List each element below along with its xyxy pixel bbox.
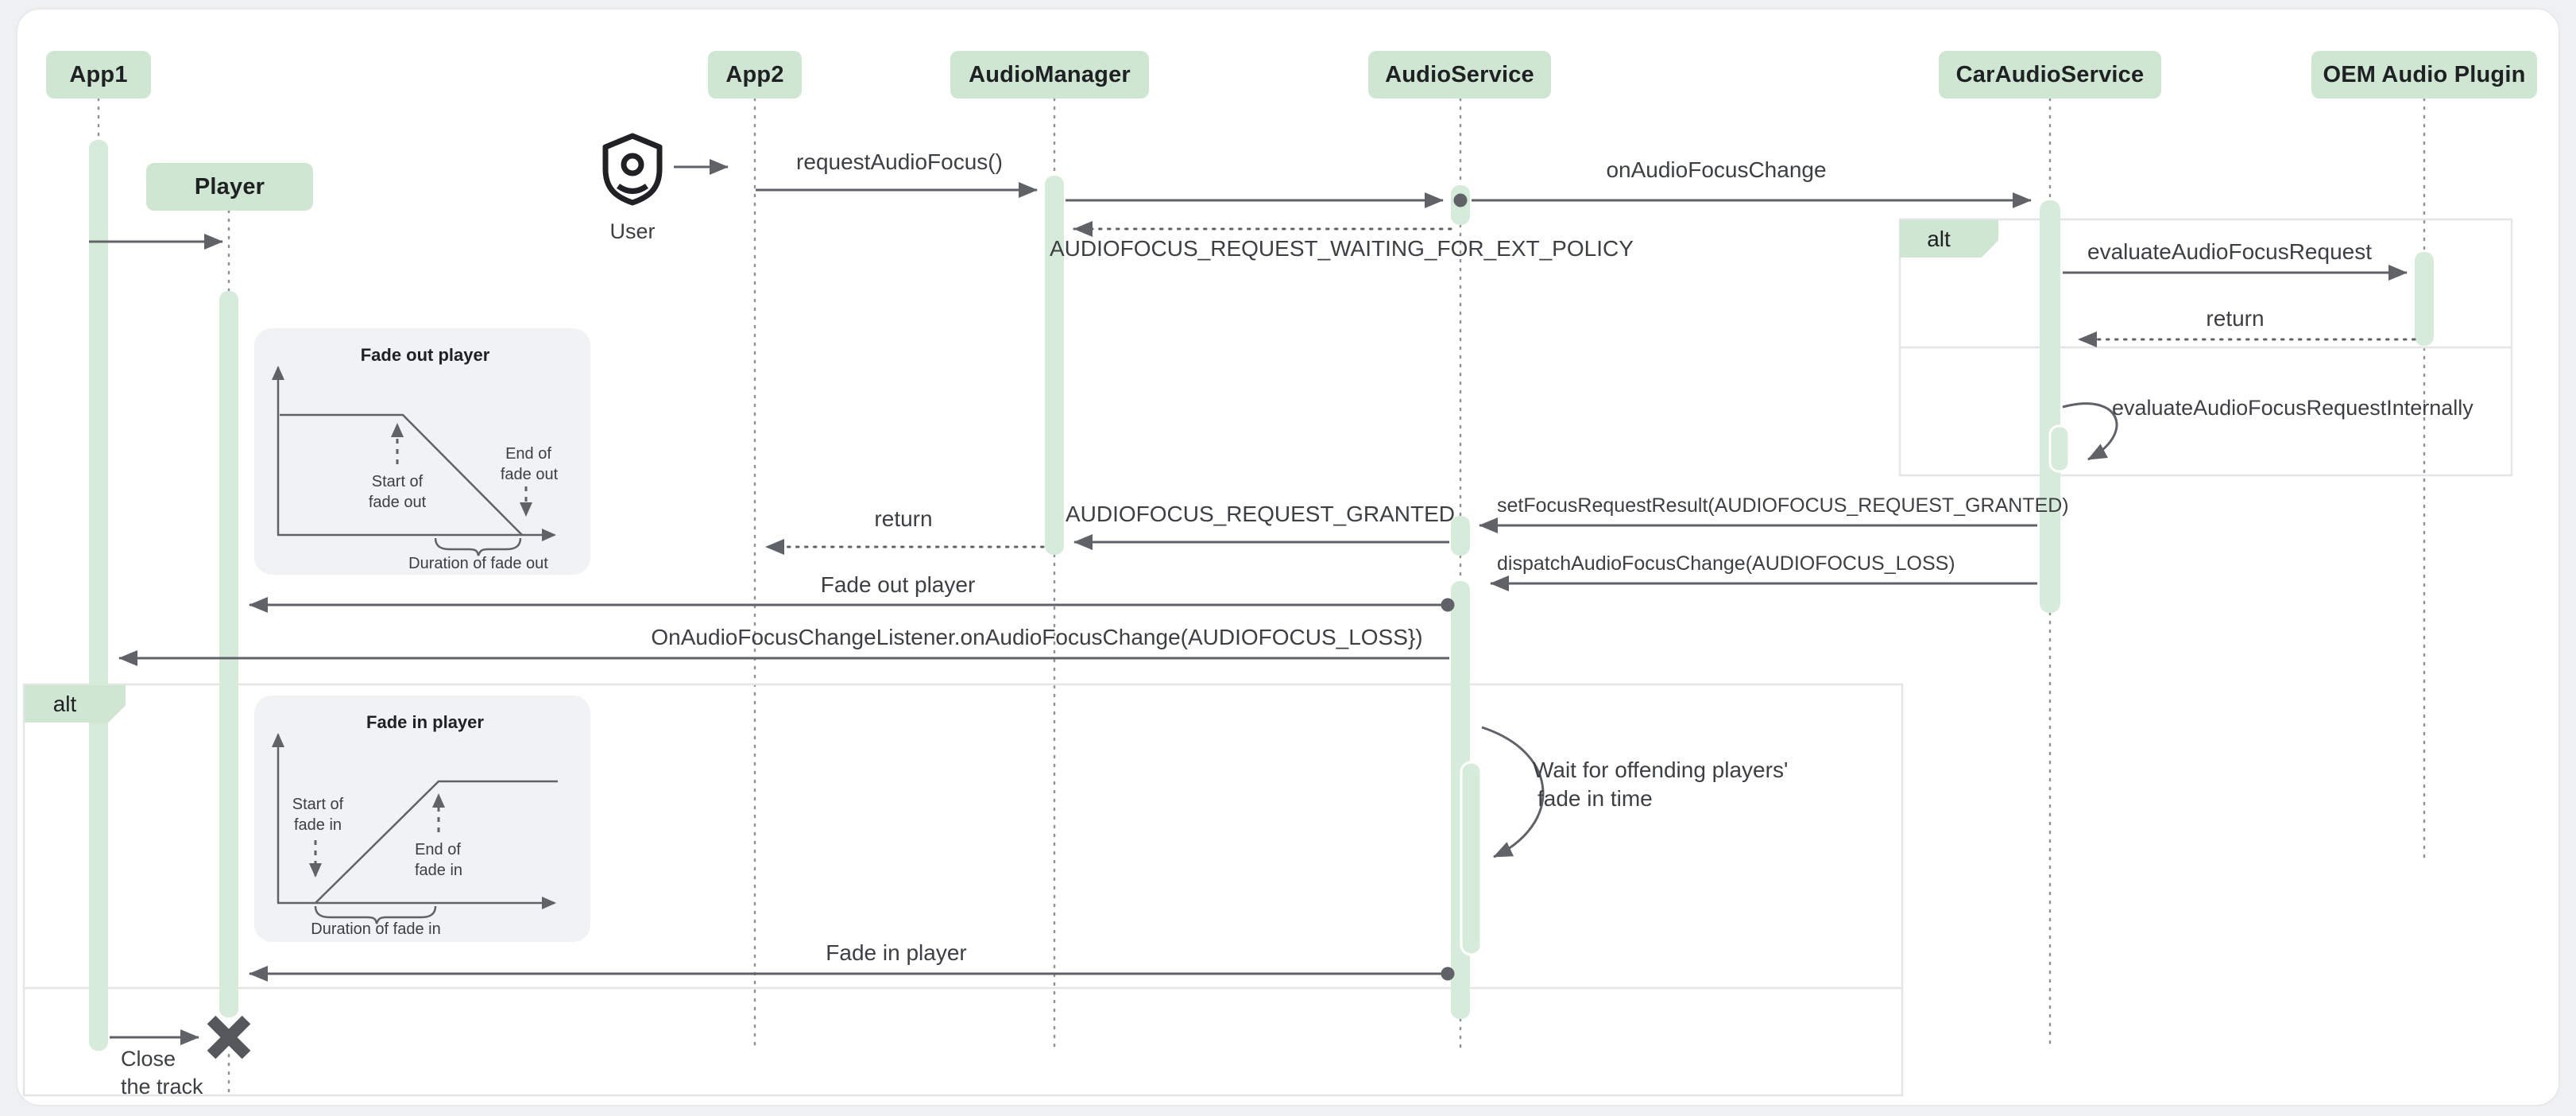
msg-on-change-listener: OnAudioFocusChangeListener.onAudioFocusC… — [651, 625, 1423, 649]
fade-out-end-line2: fade out — [500, 466, 559, 483]
msg-request-granted: AUDIOFOCUS_REQUEST_GRANTED — [1065, 502, 1456, 526]
fade-out-duration: Duration of fade out — [408, 555, 548, 572]
msg-fade-out-player: Fade out player — [820, 572, 976, 597]
participant-audio-service-label: AudioService — [1385, 61, 1534, 87]
fade-in-duration-brace — [314, 905, 437, 924]
msg-waiting-for-ext-policy: AUDIOFOCUS_REQUEST_WAITING_FOR_EXT_POLIC… — [1050, 236, 1634, 261]
activation-audio-service-wait — [1460, 761, 1483, 956]
fade-out-title: Fade out player — [360, 345, 490, 365]
msg-on-audio-focus-change: onAudioFocusChange — [1606, 157, 1827, 182]
fade-out-origin-dot — [1441, 598, 1455, 612]
fade-out-start-line2: fade out — [368, 494, 427, 511]
activation-audio-manager — [1045, 176, 1064, 555]
fade-out-panel — [254, 328, 590, 575]
alt-bottom-label: alt — [52, 691, 77, 716]
participant-app2: App2 — [708, 51, 802, 99]
msg-close-line1: Close — [121, 1047, 176, 1071]
message-arrows — [89, 159, 2416, 1045]
alt-bottom-frame — [22, 683, 1904, 1097]
participant-app2-label: App2 — [725, 61, 784, 87]
fade-in-start-line1: Start of — [292, 796, 344, 813]
participant-oem-audio-plugin-label: OEM Audio Plugin — [2323, 61, 2526, 87]
msg-close-line2: the track — [121, 1075, 203, 1099]
arrow-wait-self-loop — [1481, 726, 1545, 858]
activation-car-audio-service — [2040, 200, 2060, 613]
fade-in-end-line1: End of — [415, 841, 461, 858]
destroy-x-icon — [207, 1015, 251, 1060]
alt-top-label: alt — [1927, 226, 1951, 251]
fade-in-panel — [254, 696, 590, 942]
fade-in-curve — [315, 780, 558, 904]
msg-return-to-app2: return — [874, 506, 933, 531]
msg-set-focus-request-result: setFocusRequestResult(AUDIOFOCUS_REQUEST… — [1497, 494, 2069, 517]
note-wait-line2: fade in time — [1537, 786, 1653, 811]
fade-out-start-line1: Start of — [371, 473, 424, 490]
fade-out-duration-brace — [434, 537, 522, 556]
msg-evaluate-internally: evaluateAudioFocusRequestInternally — [2112, 396, 2474, 420]
activation-audio-service-granted — [1451, 516, 1470, 556]
activation-app1 — [89, 140, 108, 1051]
arrow-origin-dot — [1453, 193, 1468, 207]
participant-audio-manager: AudioManager — [950, 51, 1149, 99]
activation-player — [219, 291, 238, 1017]
participant-audio-manager-label: AudioManager — [969, 61, 1131, 87]
msg-fade-in-player: Fade in player — [826, 940, 967, 965]
msg-dispatch-audio-focus-change: dispatchAudioFocusChange(AUDIOFOCUS_LOSS… — [1497, 552, 1955, 575]
arrow-evaluate-internally-self-loop — [2062, 402, 2118, 461]
fade-in-graph — [272, 733, 558, 924]
fade-in-start-line2: fade in — [293, 816, 342, 834]
activation-oem — [2415, 252, 2434, 346]
alt-fragments — [22, 218, 2513, 1097]
participant-oem-audio-plugin: OEM Audio Plugin — [2311, 51, 2537, 99]
note-wait-line1: Wait for offending players' — [1533, 758, 1789, 782]
participant-car-audio-service: CarAudioService — [1939, 51, 2161, 99]
participant-car-audio-service-label: CarAudioService — [1955, 61, 2145, 87]
user-label: User — [609, 219, 656, 243]
fade-out-curve — [280, 413, 523, 536]
object-player-label: Player — [194, 173, 265, 200]
alt-top-tab: alt — [1900, 220, 1998, 258]
lifelines — [97, 97, 2426, 1094]
fade-out-graph — [272, 366, 556, 556]
fade-in-origin-dot — [1441, 967, 1455, 981]
participant-app1-label: App1 — [69, 61, 128, 87]
msg-request-audio-focus: requestAudioFocus() — [796, 149, 1003, 174]
participant-audio-service: AudioService — [1368, 51, 1551, 99]
alt-bottom-tab: alt — [25, 685, 126, 723]
activation-car-audio-service-internal — [2048, 424, 2071, 473]
activation-bars — [89, 140, 2434, 1051]
fade-in-end-line2: fade in — [414, 862, 463, 879]
object-player: Player — [146, 163, 313, 211]
msg-return-from-oem: return — [2206, 306, 2265, 331]
user-icon — [602, 133, 663, 206]
fade-in-duration: Duration of fade in — [311, 920, 441, 938]
msg-evaluate-audio-focus-request: evaluateAudioFocusRequest — [2087, 239, 2373, 264]
fade-out-end-line1: End of — [505, 445, 551, 463]
fade-in-title: Fade in player — [366, 712, 484, 732]
participant-app1: App1 — [46, 51, 151, 99]
